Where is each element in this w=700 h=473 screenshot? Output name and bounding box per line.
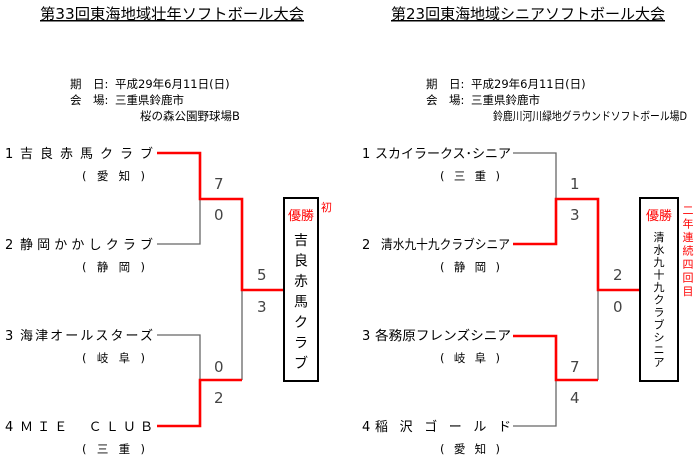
vertical-char: 九 bbox=[654, 256, 665, 269]
team-name: ＭＩＥ ＣＬＵＢ bbox=[20, 420, 153, 435]
left-venue-detail: 桜の森公園野球場B bbox=[140, 109, 240, 123]
score: 0 bbox=[214, 206, 224, 224]
seed: 4 bbox=[362, 420, 370, 435]
vertical-char: ブ bbox=[294, 355, 308, 372]
vertical-char: 回 bbox=[683, 272, 694, 285]
right-team-1: 1 スカイラークス･シニア ( 三 重 ) bbox=[362, 147, 511, 183]
right-venue-detail: 鈴鹿川河川緑地グラウンドソフトボール場D bbox=[493, 109, 687, 123]
left-title: 第33回東海地域壮年ソフトボール大会 bbox=[40, 5, 304, 23]
vertical-char: ク bbox=[294, 315, 308, 331]
score: 7 bbox=[570, 358, 580, 376]
team-prefecture: ( 三 重 ) bbox=[440, 169, 500, 183]
right-team-2: 2 清水九十九クラブシニア ( 静 岡 ) bbox=[362, 237, 510, 274]
score: 1 bbox=[570, 175, 580, 193]
team-name: 海津オールスターズ bbox=[20, 328, 153, 344]
left-team-4: 4 ＭＩＥ ＣＬＵＢ ( 三 重 ) bbox=[5, 420, 153, 456]
vertical-char: 良 bbox=[294, 254, 308, 270]
seed: 2 bbox=[5, 238, 13, 253]
left-team-3: 3 海津オールスターズ ( 岐 阜 ) bbox=[5, 328, 153, 365]
score: 2 bbox=[214, 389, 224, 407]
vertical-char: シ bbox=[654, 331, 665, 344]
right-team-3: 3 各務原フレンズシニア ( 岐 阜 ) bbox=[362, 328, 511, 365]
champion-note: 初 bbox=[321, 200, 332, 214]
left-venue: 三重県鈴鹿市 bbox=[115, 93, 184, 107]
vertical-char: ラ bbox=[654, 306, 665, 319]
vertical-char: ラ bbox=[294, 336, 308, 352]
team-prefecture: ( 三 重 ) bbox=[82, 442, 145, 456]
seed: 4 bbox=[5, 420, 13, 435]
team-prefecture: ( 愛 知 ) bbox=[82, 169, 145, 183]
champion-box bbox=[283, 197, 319, 382]
vertical-char: ク bbox=[654, 294, 665, 307]
seed: 1 bbox=[362, 147, 370, 162]
seed: 2 bbox=[362, 238, 370, 253]
team-name: 静岡かかしクラブ bbox=[20, 237, 153, 253]
vertical-char: ブ bbox=[654, 318, 665, 332]
seed: 3 bbox=[5, 329, 13, 344]
score: 3 bbox=[257, 298, 267, 316]
team-prefecture: ( 静 岡 ) bbox=[82, 260, 145, 274]
team-prefecture: ( 岐 阜 ) bbox=[440, 351, 500, 365]
score: 0 bbox=[214, 358, 224, 376]
left-team-1: 1 吉良赤馬クラブ ( 愛 知 ) bbox=[5, 146, 153, 183]
vertical-char: 続 bbox=[683, 244, 694, 258]
vertical-char: ニ bbox=[654, 344, 665, 357]
vertical-char: 目 bbox=[683, 285, 694, 298]
champion-name: 吉良赤馬クラブ bbox=[294, 233, 308, 372]
team-prefecture: ( 愛 知 ) bbox=[440, 442, 500, 456]
champion-label: 優勝 bbox=[646, 209, 672, 224]
team-name: 清水九十九クラブシニア bbox=[381, 237, 510, 253]
right-bracket: 第23回東海地域シニアソフトボール大会 期 日: 平成29年6月11日(日) 会… bbox=[362, 5, 694, 456]
seed: 3 bbox=[362, 329, 370, 344]
team-prefecture: ( 岐 阜 ) bbox=[82, 351, 145, 365]
winner-line bbox=[513, 334, 598, 382]
right-title: 第23回東海地域シニアソフトボール大会 bbox=[391, 5, 665, 23]
score: 0 bbox=[613, 298, 623, 316]
bracket-line bbox=[513, 380, 557, 427]
vertical-char: 馬 bbox=[294, 295, 308, 311]
bracket-line bbox=[157, 334, 201, 380]
vertical-char: 年 bbox=[683, 217, 694, 231]
winner-line bbox=[513, 197, 640, 292]
score: 7 bbox=[214, 175, 224, 193]
vertical-char: ア bbox=[654, 356, 665, 369]
vertical-char: 四 bbox=[683, 258, 694, 271]
score: 4 bbox=[570, 389, 580, 407]
right-team-4: 4 稲沢ゴールド ( 愛 知 ) bbox=[362, 419, 511, 456]
right-venue: 三重県鈴鹿市 bbox=[471, 93, 540, 107]
team-name: 吉良赤馬クラブ bbox=[20, 146, 153, 162]
vertical-char: 九 bbox=[654, 281, 665, 294]
team-name: 稲沢ゴールド bbox=[375, 419, 511, 435]
vertical-char: 連 bbox=[683, 230, 694, 244]
left-bracket: 第33回東海地域壮年ソフトボール大会 期 日: 平成29年6月11日(日) 会 … bbox=[5, 5, 332, 456]
left-venue-label: 会 場: bbox=[70, 93, 108, 107]
champion-label: 優勝 bbox=[288, 209, 314, 224]
champion-box bbox=[639, 197, 679, 382]
vertical-char: 吉 bbox=[294, 233, 308, 249]
score: 3 bbox=[570, 206, 580, 224]
team-name: スカイラークス･シニア bbox=[375, 147, 511, 162]
team-prefecture: ( 静 岡 ) bbox=[440, 260, 500, 274]
bracket-line bbox=[157, 199, 201, 245]
left-date-label: 期 日: bbox=[70, 77, 108, 91]
champion-name: 清水九十九クラブシニア bbox=[654, 231, 665, 369]
vertical-char: 赤 bbox=[294, 274, 308, 290]
vertical-char: 二 bbox=[683, 204, 694, 217]
left-team-2: 2 静岡かかしクラブ ( 静 岡 ) bbox=[5, 237, 153, 274]
team-name: 各務原フレンズシニア bbox=[375, 328, 511, 344]
seed: 1 bbox=[5, 147, 13, 162]
vertical-char: 水 bbox=[654, 244, 665, 257]
vertical-char: 十 bbox=[654, 268, 665, 282]
right-date: 平成29年6月11日(日) bbox=[471, 77, 586, 91]
score: 5 bbox=[257, 266, 267, 284]
score: 2 bbox=[613, 266, 623, 284]
right-date-label: 期 日: bbox=[426, 77, 464, 91]
winner-line bbox=[157, 151, 284, 292]
vertical-char: 清 bbox=[654, 231, 665, 244]
left-date: 平成29年6月11日(日) bbox=[115, 77, 230, 91]
winner-line bbox=[157, 378, 242, 428]
right-venue-label: 会 場: bbox=[426, 93, 464, 107]
bracket-line bbox=[513, 152, 557, 199]
